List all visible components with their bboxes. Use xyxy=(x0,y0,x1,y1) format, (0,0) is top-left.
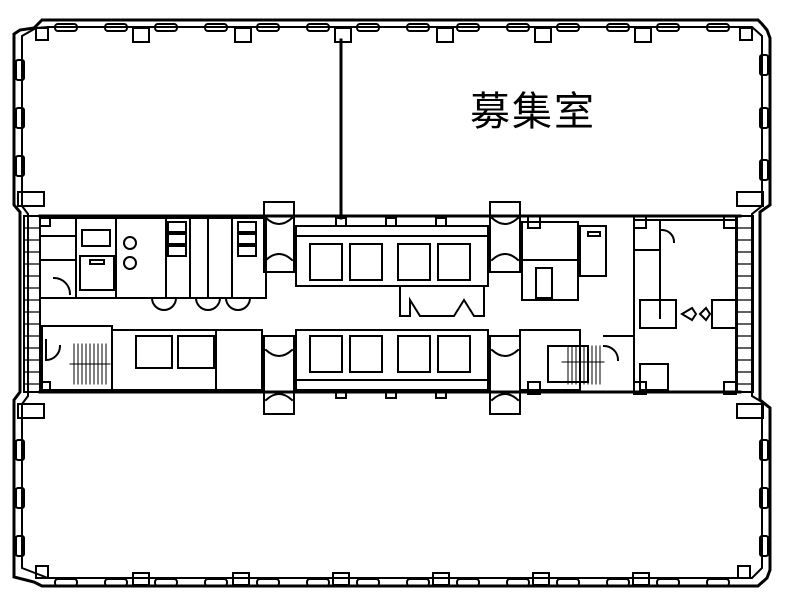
elevator-bank-south xyxy=(295,329,489,399)
east-core-rooms xyxy=(521,219,737,393)
core-columns xyxy=(39,215,737,395)
core xyxy=(23,214,754,394)
south-facade xyxy=(35,565,751,587)
lobby-doors xyxy=(263,201,521,415)
west-core-stair xyxy=(41,325,263,391)
elevator-bank-north xyxy=(295,217,489,317)
east-core-stair xyxy=(519,329,635,391)
west-core-restrooms xyxy=(39,217,267,311)
room-label: 募集室 xyxy=(470,89,596,135)
side-facades xyxy=(15,54,769,557)
outer-wall xyxy=(12,18,772,588)
north-facade xyxy=(35,23,753,43)
